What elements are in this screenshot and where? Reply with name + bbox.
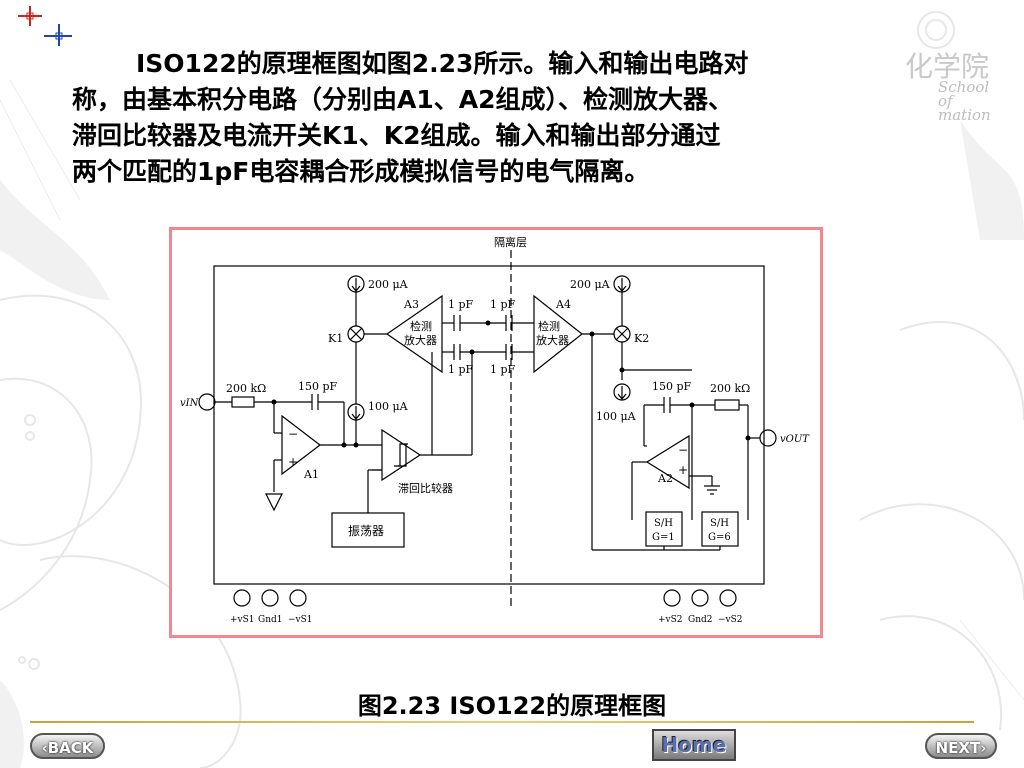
home-button[interactable]: Home bbox=[652, 729, 736, 761]
paragraph-line: 滞回比较器及电流开关K1、K2组成。输入和输出部分通过 bbox=[72, 121, 721, 150]
sh-label: S/H bbox=[710, 518, 729, 529]
current-label: 200 μA bbox=[570, 278, 611, 291]
switch-label: K1 bbox=[328, 332, 343, 345]
paragraph-line: 称，由基本积分电路（分别由A1、A2组成）、检测放大器、 bbox=[72, 85, 733, 114]
next-button[interactable]: NEXT› bbox=[925, 733, 997, 759]
amp-label: 检测 bbox=[410, 319, 432, 333]
input-label: vIN bbox=[180, 398, 200, 409]
cap-label: 1 pF bbox=[448, 298, 474, 311]
chevron-left-icon: ‹ bbox=[41, 739, 48, 757]
cap-label: 1 pF bbox=[490, 363, 516, 376]
cap-label: 1 pF bbox=[490, 298, 516, 311]
resistor-label: 200 kΩ bbox=[226, 382, 266, 395]
current-label: 100 μA bbox=[596, 410, 637, 423]
amp-label: 放大器 bbox=[536, 333, 569, 347]
pin-label: −vS1 bbox=[288, 615, 313, 625]
current-label: 100 μA bbox=[368, 400, 409, 413]
amp-label: A4 bbox=[555, 298, 571, 311]
amp-label: 检测 bbox=[538, 319, 560, 333]
resistor-label: 200 kΩ bbox=[710, 382, 750, 395]
cap-label: 150 pF bbox=[298, 380, 338, 393]
cap-label: 1 pF bbox=[448, 363, 474, 376]
crosshair-icon bbox=[18, 6, 72, 46]
svg-text:−: − bbox=[288, 427, 298, 441]
svg-text:+: + bbox=[288, 455, 298, 469]
current-label: 200 μA bbox=[368, 278, 409, 291]
comparator-label: 滞回比较器 bbox=[398, 481, 453, 495]
output-label: vOUT bbox=[780, 434, 810, 445]
figure-caption: 图2.23 ISO122的原理框图 bbox=[357, 692, 667, 720]
pin-label: +vS1 bbox=[230, 615, 255, 625]
amp-label: A1 bbox=[303, 468, 319, 481]
pin-label: −vS2 bbox=[718, 615, 743, 625]
paragraph-line: ISO122的原理框图如图2.23所示。输入和输出电路对 bbox=[136, 49, 749, 78]
back-label: BACK bbox=[47, 739, 94, 757]
amp-label: A2 bbox=[657, 472, 673, 485]
school-logo: 化学院 bbox=[905, 50, 990, 83]
amp-label: 放大器 bbox=[404, 333, 437, 347]
isolation-label: 隔离层 bbox=[494, 235, 527, 249]
cap-label: 150 pF bbox=[652, 380, 692, 393]
pin-label: Gnd1 bbox=[258, 615, 282, 625]
chevron-right-icon: › bbox=[980, 739, 987, 757]
next-label: NEXT bbox=[935, 739, 981, 757]
oscillator-label: 振荡器 bbox=[348, 524, 384, 538]
figure-frame: 隔离层 200 μA 200 μA 100 μA 100 μA A3 A4 检测… bbox=[169, 227, 823, 638]
svg-text:−: − bbox=[678, 443, 688, 457]
switch-label: K2 bbox=[634, 332, 649, 345]
iso122-block-diagram: 隔离层 200 μA 200 μA 100 μA 100 μA A3 A4 检测… bbox=[180, 235, 810, 625]
pin-label: +vS2 bbox=[658, 615, 683, 625]
pin-label: Gnd2 bbox=[688, 615, 712, 625]
sh-label: G=6 bbox=[708, 532, 731, 543]
svg-text:+: + bbox=[678, 463, 688, 477]
paragraph-line: 两个匹配的1pF电容耦合形成模拟信号的电气隔离。 bbox=[72, 157, 650, 186]
amp-label: A3 bbox=[403, 298, 419, 311]
intro-paragraph: ISO122的原理框图如图2.23所示。输入和输出电路对 称，由基本积分电路（分… bbox=[72, 46, 972, 190]
sh-label: S/H bbox=[654, 518, 673, 529]
footer-divider bbox=[30, 721, 974, 723]
back-button[interactable]: ‹BACK bbox=[30, 733, 105, 759]
sh-label: G=1 bbox=[652, 532, 675, 543]
